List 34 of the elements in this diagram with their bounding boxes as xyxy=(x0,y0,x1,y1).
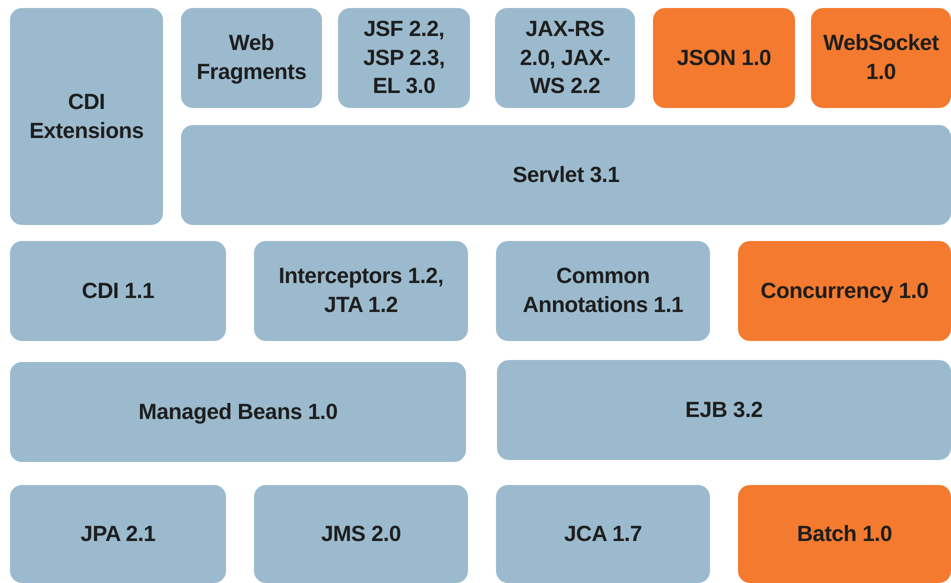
component-box xyxy=(10,8,163,225)
component-box xyxy=(496,241,710,341)
component-box xyxy=(497,360,951,460)
component-box xyxy=(181,125,951,225)
component-label: JAX-RS 2.0, JAX-WS 2.2 xyxy=(518,15,612,100)
component-box xyxy=(495,8,635,108)
component-box xyxy=(738,241,951,341)
component-box xyxy=(811,8,951,108)
component-label: CDI 1.1 xyxy=(82,276,154,305)
component-box xyxy=(738,485,951,583)
component-box xyxy=(181,8,322,108)
component-label: JSON 1.0 xyxy=(676,44,772,72)
component-box xyxy=(338,8,470,108)
component-label: Concurrency 1.0 xyxy=(760,276,928,305)
component-box xyxy=(254,241,468,341)
component-label: JSF 2.2, JSP 2.3, EL 3.0 xyxy=(362,15,446,100)
component-label: Web Fragments xyxy=(196,29,308,86)
component-box xyxy=(653,8,795,108)
component-label: EJB 3.2 xyxy=(685,396,763,424)
component-box xyxy=(254,485,468,583)
component-label: Interceptors 1.2, JTA 1.2 xyxy=(278,262,444,319)
component-box xyxy=(10,241,226,341)
component-label: JPA 2.1 xyxy=(80,520,156,548)
component-box xyxy=(496,485,710,583)
component-label: Common Annotations 1.1 xyxy=(522,262,684,319)
component-box xyxy=(10,362,466,462)
component-label: CDI Extensions xyxy=(28,88,145,145)
component-box xyxy=(10,485,226,583)
component-label: Servlet 3.1 xyxy=(512,160,620,189)
component-label: Managed Beans 1.0 xyxy=(138,398,338,426)
component-label: Batch 1.0 xyxy=(796,520,892,548)
component-label: JCA 1.7 xyxy=(564,520,642,548)
component-label: JMS 2.0 xyxy=(321,520,401,548)
component-label: WebSocket 1.0 xyxy=(823,29,939,86)
